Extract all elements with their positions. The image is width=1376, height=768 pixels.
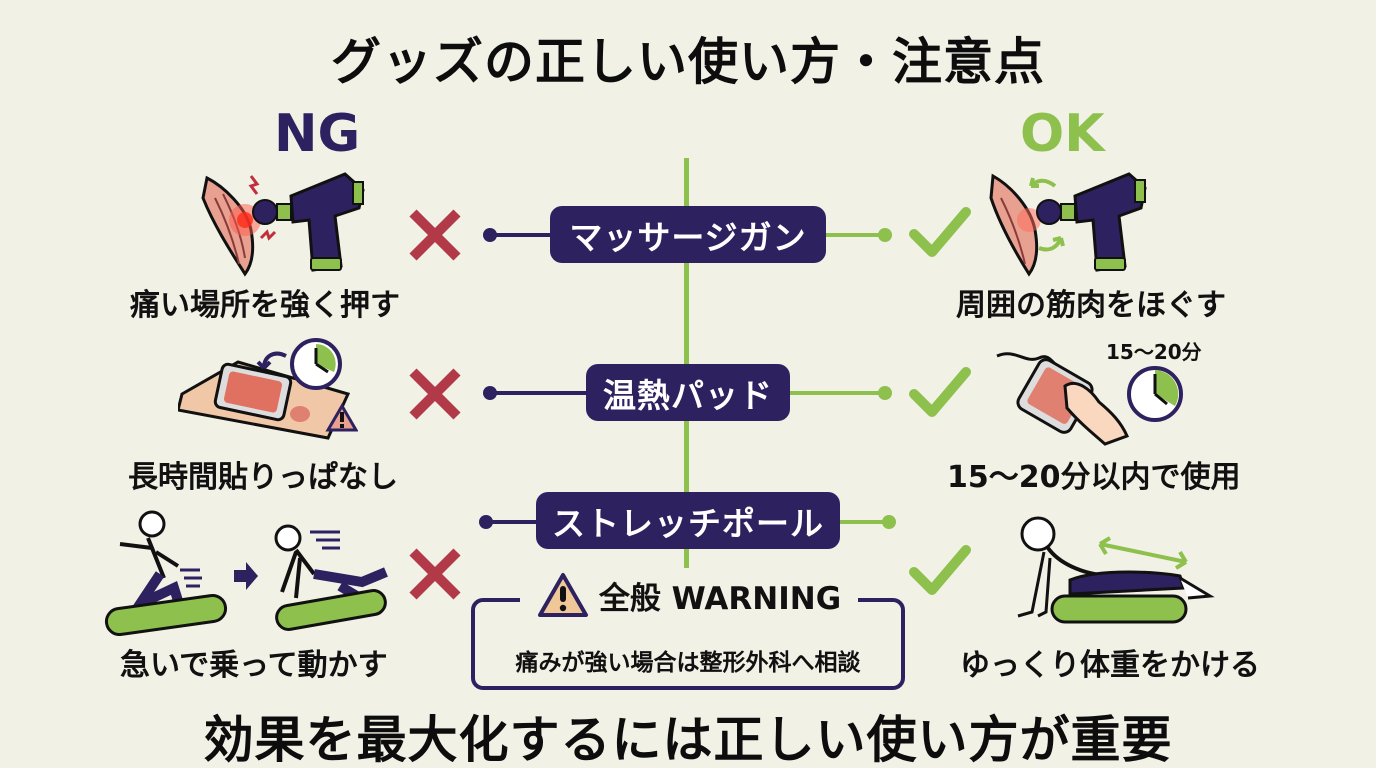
- warning-text: 痛みが強い場合は整形外科へ相談: [515, 650, 861, 676]
- ok-connector-dot: [882, 515, 896, 529]
- ok-connector-line: [826, 233, 884, 237]
- item-label-stretch-pole: ストレッチポール: [536, 492, 840, 549]
- heat-pad-with-timer-icon: [996, 352, 1183, 446]
- person-slowly-on-roller-icon: [1017, 516, 1215, 624]
- ok-check-icon: [909, 545, 971, 595]
- heat-pad-warning-icon: [178, 338, 358, 440]
- ok-connector-line: [790, 391, 884, 395]
- ok-caption-stretch-pole: ゆっくり体重をかける: [960, 648, 1260, 683]
- massage-gun-pain-point-icon: [201, 172, 365, 277]
- ok-check-icon: [909, 207, 971, 257]
- ng-caption-stretch-pole: 急いで乗って動かす: [120, 648, 388, 683]
- massage-gun-surrounding-muscle-icon: [989, 172, 1147, 277]
- ng-column-header: NG: [274, 104, 361, 164]
- person-rushing-onto-roller-icon: [104, 510, 388, 636]
- ok-connector-line: [840, 520, 888, 524]
- page-title: グッズの正しい使い方・注意点: [331, 33, 1045, 91]
- ng-cross-icon: [409, 548, 461, 600]
- ok-column-header: OK: [1020, 104, 1105, 164]
- ok-check-icon: [909, 367, 971, 417]
- warning-triangle-icon: [537, 573, 588, 617]
- ok-connector-dot: [878, 386, 892, 400]
- item-label-massage-gun: マッサージガン: [550, 206, 826, 263]
- ok-caption-heat-pad: 15〜20分以内で使用: [947, 460, 1241, 495]
- ng-caption-heat-pad: 長時間貼りっぱなし: [128, 460, 398, 495]
- ng-connector-line: [490, 391, 588, 395]
- ok-timer-note: 15〜20分: [1106, 340, 1202, 364]
- center-divider-line: [684, 158, 689, 568]
- ok-caption-massage-gun: 周囲の筋肉をほぐす: [956, 288, 1226, 323]
- item-label-heat-pad: 温熱パッド: [586, 364, 790, 421]
- warning-title: 全般 WARNING: [598, 580, 842, 617]
- general-warning-header: 全般 WARNING: [520, 570, 858, 620]
- ng-cross-icon: [409, 368, 461, 420]
- ng-caption-massage-gun: 痛い場所を強く押す: [130, 288, 400, 323]
- ng-cross-icon: [409, 209, 461, 261]
- ng-connector-line: [486, 520, 538, 524]
- ng-connector-line: [490, 233, 552, 237]
- footer-message: 効果を最大化するには正しい使い方が重要: [203, 711, 1173, 768]
- ok-connector-dot: [878, 228, 892, 242]
